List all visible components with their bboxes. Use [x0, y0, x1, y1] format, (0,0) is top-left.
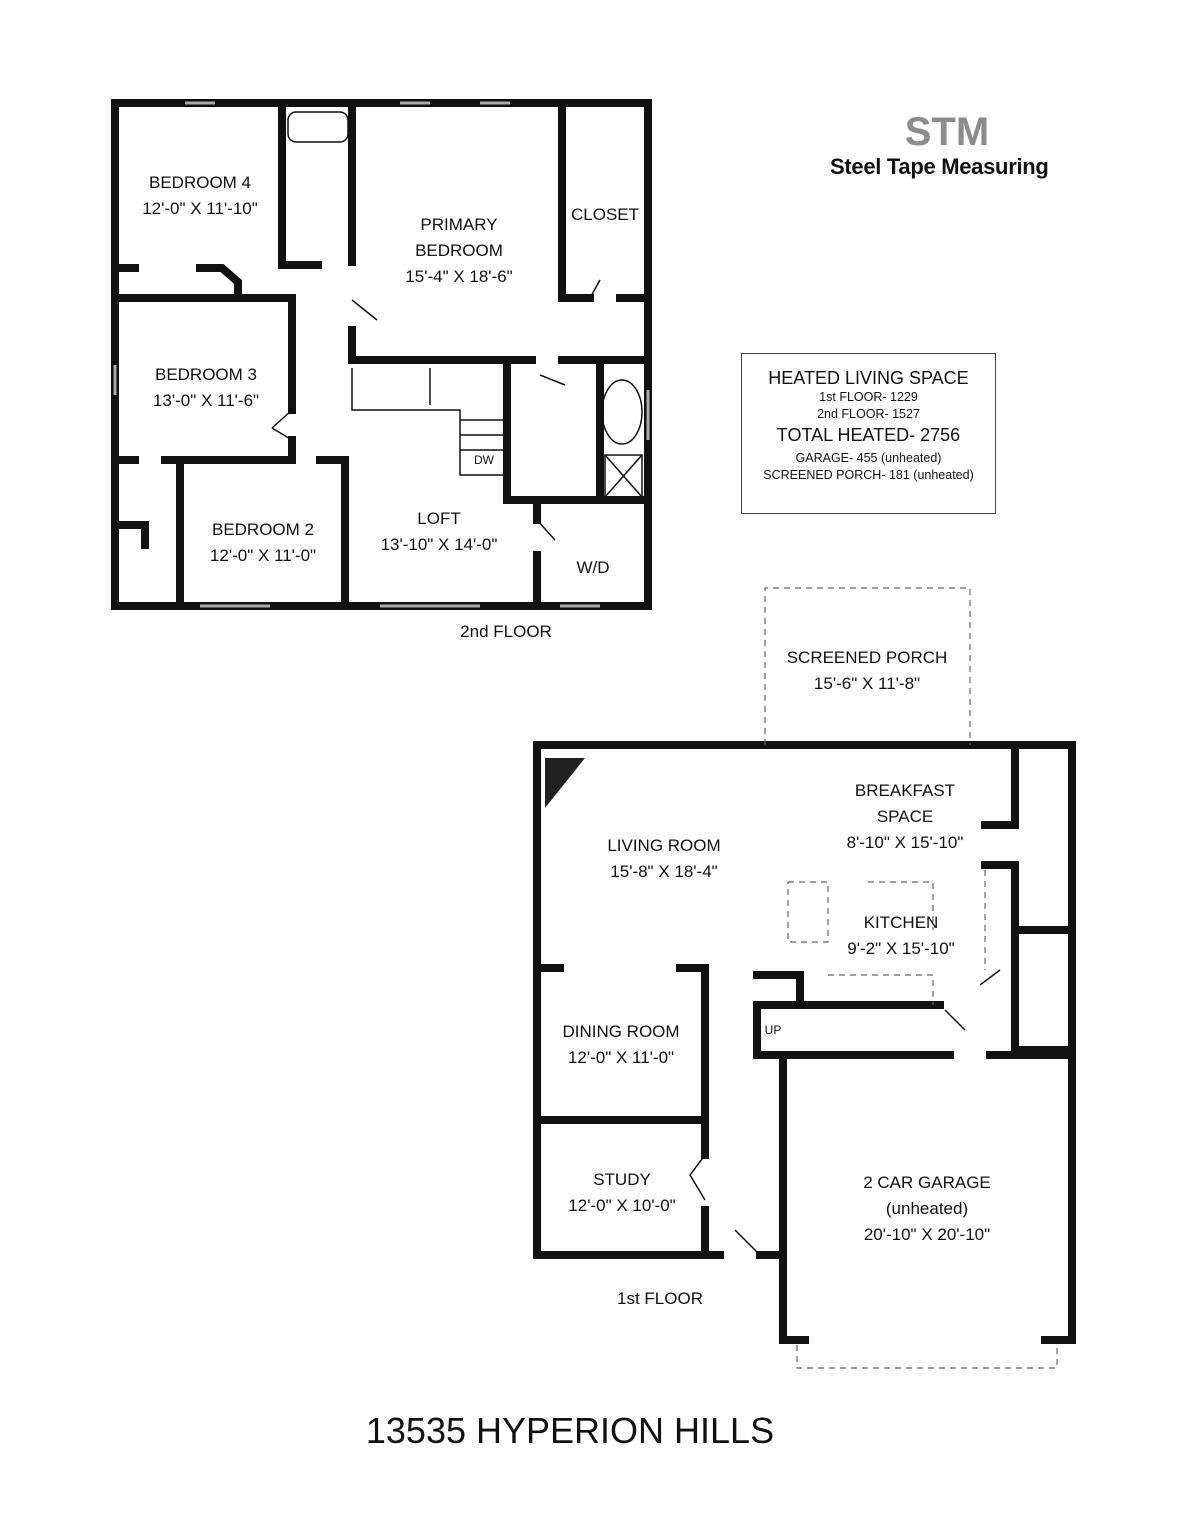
- summary-total: TOTAL HEATED- 2756: [776, 425, 961, 445]
- dishwasher-label: DW: [474, 452, 494, 468]
- first-floor-walls: [533, 741, 1076, 1344]
- doors: [271, 279, 1001, 1256]
- second-floor-walls: [111, 99, 652, 610]
- summary-garage: GARAGE- 455 (unheated): [795, 451, 942, 465]
- dashed-outlines: [764, 587, 1058, 1369]
- first-floor-label: 1st FLOOR: [617, 1289, 703, 1308]
- company-logo: STM Steel Tape Measuring: [830, 112, 1060, 192]
- logo-mark: STM: [904, 110, 990, 154]
- logo-text: Steel Tape Measuring: [830, 154, 1049, 179]
- area-summary-box: HEATED LIVING SPACE 1st FLOOR- 1229 2nd …: [741, 353, 996, 514]
- second-floor-label: 2nd FLOOR: [460, 622, 552, 641]
- summary-heading: HEATED LIVING SPACE: [768, 368, 969, 388]
- summary-second-floor: 2nd FLOOR- 1527: [817, 407, 920, 421]
- summary-first-floor: 1st FLOOR- 1229: [819, 390, 918, 404]
- fireplace-icon: [545, 758, 585, 808]
- room-wd: W/D: [576, 558, 610, 577]
- second-floor-fixtures: [287, 111, 643, 498]
- room-closet: CLOSET: [570, 205, 640, 224]
- property-title: 13535 HYPERION HILLS: [365, 1410, 775, 1451]
- stairs-up-label: UP: [764, 1023, 782, 1037]
- summary-porch: SCREENED PORCH- 181 (unheated): [763, 468, 974, 482]
- room-garage: 2 CAR GARAGE(unheated)20'-10" X 20'-10": [863, 1173, 991, 1244]
